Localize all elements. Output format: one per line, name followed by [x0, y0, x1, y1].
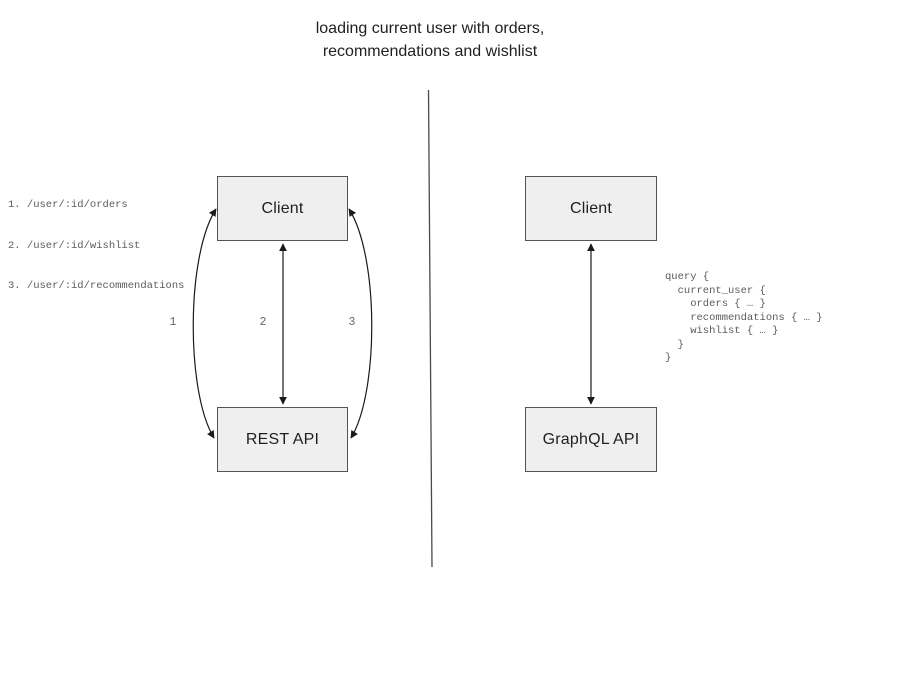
title-line-2: recommendations and wishlist [322, 42, 538, 60]
rest-endpoints-list: 1. /user/:id/orders 2. /user/:id/wishlis… [8, 172, 184, 321]
rest-client-label: Client [261, 199, 304, 217]
graphql-api-box: GraphQL API [525, 407, 657, 472]
arrow-label-2: 2 [259, 316, 267, 329]
arrow-label-1: 1 [169, 316, 177, 329]
rest-endpoint-recommendations: 3. /user/:id/recommendations [8, 280, 185, 292]
rest-api-box: REST API [217, 407, 348, 472]
graphql-query-snippet: query { current_user { orders { … } reco… [665, 271, 823, 364]
rest-api-label: REST API [245, 430, 320, 448]
graphql-client-box: Client [525, 176, 657, 241]
rest-arrow-1-orders [192, 208, 217, 439]
rest-endpoint-orders: 1. /user/:id/orders [8, 199, 128, 211]
rest-endpoint-wishlist: 2. /user/:id/wishlist [8, 239, 141, 252]
graphql-client-label: Client [569, 199, 613, 217]
graphql-api-label: GraphQL API [542, 430, 640, 448]
diagram-title: loading current user with orders, recomm… [280, 18, 580, 63]
title-line-1: loading current user with orders, [315, 20, 545, 37]
rest-client-box: Client [217, 176, 348, 241]
panel-divider-line [427, 89, 433, 568]
arrow-label-3: 3 [348, 316, 356, 329]
